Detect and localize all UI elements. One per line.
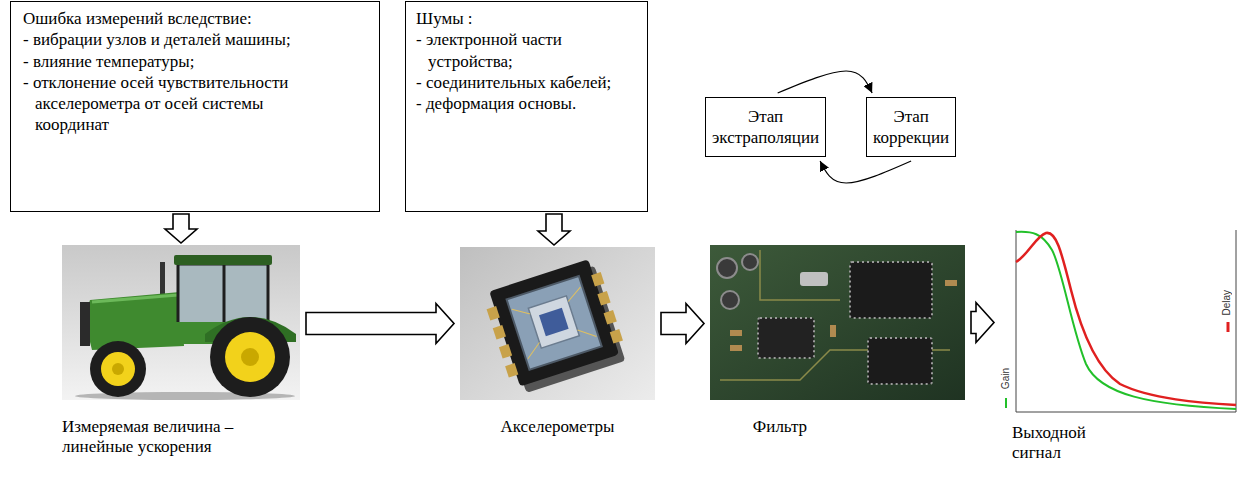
filter-illustration [710,245,965,400]
sensor-core [539,308,569,336]
block-arrow [971,303,994,343]
filter-picture: Фильтр [710,245,965,400]
chip-body [489,259,619,386]
sensor-die [528,296,579,348]
cab-roof [174,255,272,265]
smd-part [945,280,957,286]
front-hub [112,363,124,375]
chip-pin [597,291,610,306]
list-item: - вибрации узлов и деталей машины; [23,29,319,50]
tractor-picture: Измеряемая величина – линейные ускорения [62,245,300,400]
front-tyre [90,341,146,397]
list-item: - отклонение осей чувствительности аксел… [23,72,319,136]
accelerometer-picture: Акселерометры [460,247,655,400]
box-heading: Ошибка измерений вследствие: [23,8,319,29]
axis-label: Delay [1222,290,1232,316]
chip-package [482,257,630,397]
block-arrow [306,304,454,344]
chart-axis [1236,230,1237,412]
capacitor [717,258,737,278]
smd-part [730,330,742,336]
cycle-arrow [778,71,872,93]
cab-glass [178,264,268,326]
delay-curve [1016,233,1236,405]
delay-mark [1227,322,1230,332]
stage-label: Этап экстраполяции [712,106,819,149]
gain-mark [1005,398,1007,408]
chart-axis [1016,230,1017,412]
box-heading: Шумы : [416,8,639,29]
block-arrow [165,214,197,243]
picture-caption: Измеряемая величина – линейные ускорения [62,417,267,458]
chip-pin [610,329,623,344]
list-item: - деформация основы. [416,93,639,114]
smd-part [830,325,836,337]
front-rim [101,352,135,386]
smd-part [730,345,742,351]
chip-pin [604,310,617,325]
output-chart [1006,230,1236,412]
chip-pin [487,306,500,321]
chip-cavity [507,276,602,370]
gain-curve [1016,232,1236,409]
pcb-trace [760,250,840,300]
picture-caption: Выходной сигнал [1012,423,1107,464]
list-item: - соединительных кабелей; [416,72,639,93]
chart-picture: Выходной сигнал [1000,228,1240,416]
cause-box: Ошибка измерений вследствие:- вибрации у… [10,1,380,212]
chip-pin [505,363,518,378]
rear-hub [241,348,259,366]
block-arrow [661,304,704,344]
hood-highlight [92,295,178,302]
chip-pin [591,272,604,287]
stage-box: Этап коррекции [866,97,956,157]
chart-axis [1016,412,1236,413]
picture-caption: Фильтр [720,417,840,437]
bond-wire [524,342,543,358]
cab-pillar [223,264,226,326]
axis-label: Gain [1001,368,1011,389]
ic-chip [758,318,814,358]
capacitor [742,254,758,270]
list-item: - электронной части устройства; [416,29,639,72]
ic-chip [850,262,932,318]
chip-pin [493,325,506,340]
block-arrow [538,214,570,245]
chip-pin [499,344,512,359]
stage-label: Этап коррекции [873,106,949,149]
bond-wire [565,287,583,301]
picture-caption: Акселерометры [460,417,655,437]
pcb-board [710,245,965,400]
list-item: - влияние температуры; [23,51,319,72]
accelerometer-illustration [460,247,655,400]
stage-box: Этап экстраполяции [705,97,826,157]
noise-box: Шумы :- электронной части устройства;- с… [405,1,648,212]
photo-ground [62,245,300,400]
crystal [800,272,828,286]
exhaust-pipe [160,262,165,294]
tractor-hood [84,292,184,350]
tractor-grille [80,302,90,346]
photo-ground [460,247,655,400]
rear-rim [225,332,275,382]
bond-wire [512,304,530,318]
tractor-illustration [62,245,300,400]
cycle-arrow [820,161,911,183]
ic-chip [868,338,932,384]
bond-wire [577,325,596,341]
rear-tyre [210,317,290,397]
capacitor [721,291,739,309]
